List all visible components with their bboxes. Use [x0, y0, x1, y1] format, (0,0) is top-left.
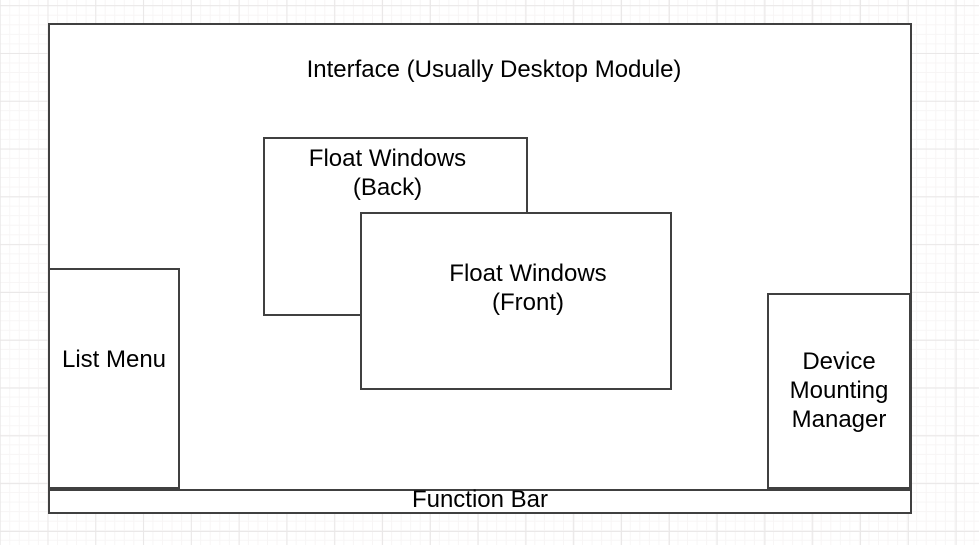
float-windows-front-box [360, 212, 672, 390]
function-bar-box [48, 489, 912, 514]
list-menu-box [48, 268, 180, 489]
device-mounting-manager-box [767, 293, 911, 489]
